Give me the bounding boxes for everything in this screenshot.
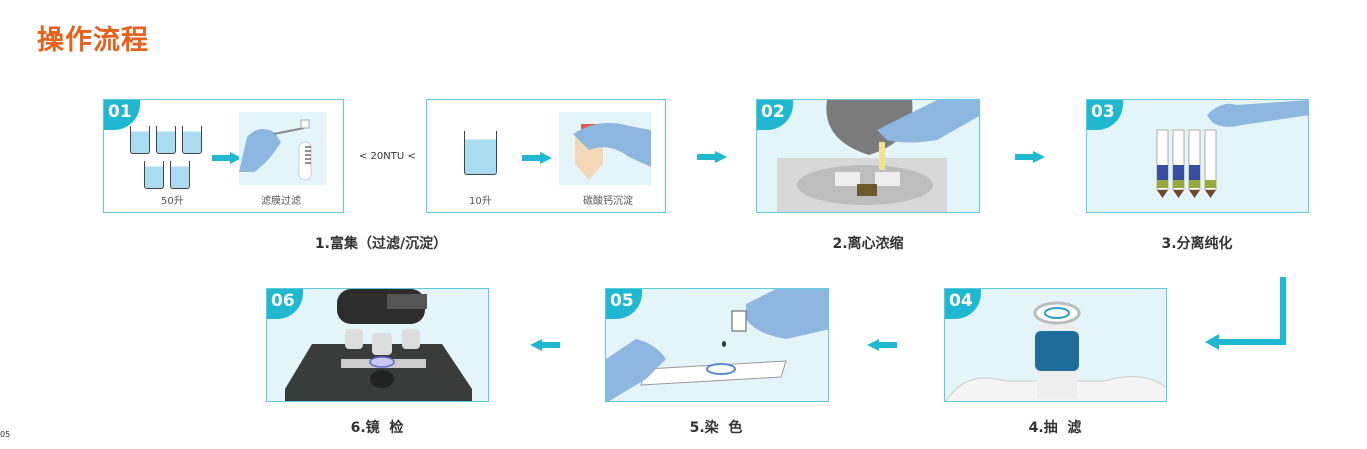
turbidity-condition: < 20NTU < [359, 151, 416, 162]
calcium-carbonate-illustration [559, 112, 651, 185]
beaker-icon [156, 126, 176, 154]
beaker-icon [170, 161, 190, 189]
method-caption: 碳酸钙沉淀 [583, 196, 633, 207]
arrow-turn-down-left-icon [1205, 277, 1286, 350]
staining-illustration [606, 289, 828, 401]
beaker-icon [144, 161, 164, 189]
vacuum-filter-illustration [945, 301, 1166, 401]
step3-purification-panel: 03 [1086, 99, 1309, 213]
step-badge: 05 [606, 289, 642, 319]
volume-caption: 10升 [469, 196, 492, 207]
step-badge: 03 [1087, 100, 1123, 130]
filter-membrane-illustration [239, 112, 326, 185]
step3-label: 3.分离纯化 [1161, 236, 1233, 252]
step5-label: 5.染 色 [689, 420, 743, 436]
step6-microscopy-panel: 06 [266, 288, 489, 402]
step2-centrifuge-panel: 02 [756, 99, 980, 213]
arrow-right-icon [522, 152, 552, 164]
page-number: 05 [0, 430, 11, 439]
step1-label: 1.富集（过滤/沉淀） [314, 236, 448, 252]
step1-filtration-panel: 01 50升 滤膜过滤 [103, 99, 344, 213]
step4-filtration-panel: 04 [944, 288, 1167, 402]
arrow-left-icon [867, 339, 897, 351]
beaker-icon [464, 131, 497, 175]
centrifuge-illustration [777, 100, 979, 212]
microscope-illustration [285, 289, 472, 401]
step2-label: 2.离心浓缩 [832, 236, 904, 252]
beaker-icon [182, 126, 202, 154]
volume-caption: 50升 [161, 196, 184, 207]
step1-precipitation-panel: 10升 碳酸钙沉淀 [426, 99, 666, 213]
arrow-right-icon [212, 152, 242, 164]
step-badge: 02 [757, 100, 793, 130]
arrow-right-icon [697, 151, 727, 163]
method-caption: 滤膜过滤 [261, 196, 301, 207]
tubes-illustration [1156, 100, 1308, 198]
beaker-icon [130, 126, 150, 154]
step-badge: 01 [104, 100, 140, 130]
step4-label: 4.抽 滤 [1028, 420, 1082, 436]
step6-label: 6.镜 检 [350, 420, 404, 436]
step-badge: 04 [945, 289, 981, 319]
step5-staining-panel: 05 [605, 288, 829, 402]
arrow-left-icon [530, 339, 560, 351]
page-title: 操作流程 [37, 25, 149, 56]
arrow-right-icon [1015, 151, 1045, 163]
